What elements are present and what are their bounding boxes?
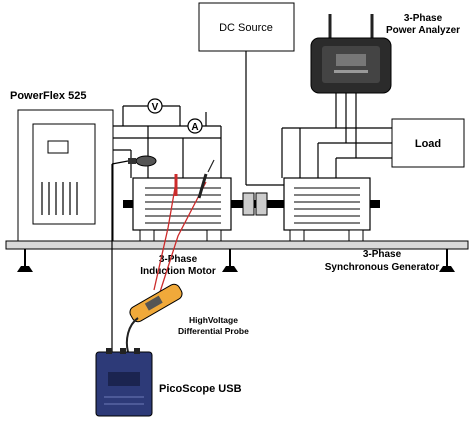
induction-motor [123,177,232,242]
synchronous-generator [283,177,380,242]
ammeter-circle [187,118,203,134]
coupling-left [242,192,255,216]
current-clamp-handle [128,158,136,164]
generator-label-line1: 3-Phase [363,249,402,260]
probe-label-line1: HighVoltage [189,315,238,325]
current-clamp-icon [135,155,157,167]
generator-output-wires [281,91,392,178]
rail-support-center [222,249,238,272]
powerflex-label: PowerFlex 525 [10,90,86,102]
probe-leads [153,159,215,293]
differential-probe [125,283,183,353]
dc-source-label: DC Source [219,22,273,34]
load-box [391,118,465,168]
picoscope-device [95,348,153,417]
picoscope-label: PicoScope USB [159,383,242,395]
analyzer-label-line1: 3-Phase [404,13,443,24]
drive-output-wires [113,105,222,178]
ammeter-label: A [191,122,198,133]
dc-field-wires [245,51,284,186]
rail-support-left [17,249,33,272]
probe-label-line2: Differential Probe [178,326,249,336]
motor-label-line2: Induction Motor [140,266,216,277]
drive-vents [41,182,78,215]
dc-source-box [198,2,295,52]
generator-label-line2: Synchronous Generator [325,262,440,273]
analyzer-label-line2: Power Analyzer [386,25,460,36]
power-analyzer-device [310,14,392,94]
load-label: Load [415,138,441,150]
voltmeter-label: V [152,102,159,113]
clamp-lead [111,160,129,165]
rail-support-right [439,249,455,272]
coupling-right [255,192,268,216]
drive-display [47,140,69,154]
motor-label-line1: 3-Phase [159,254,198,265]
base-rail [5,240,469,250]
voltmeter-circle [147,98,163,114]
